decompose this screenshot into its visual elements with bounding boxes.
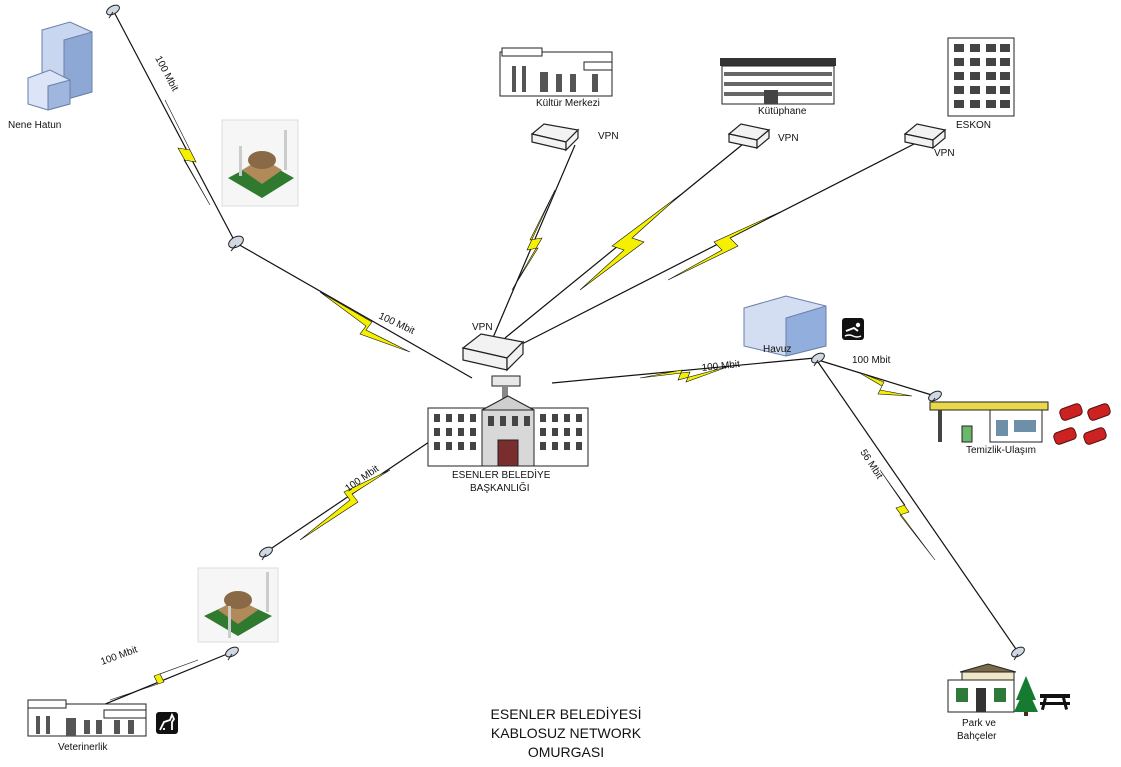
links [75, 9, 1019, 717]
building-icon [743, 295, 827, 357]
vpn-label-center: VPN [472, 322, 493, 333]
mosque-icon [221, 119, 299, 207]
site-veterinerlik: Veterinerlik [27, 699, 178, 753]
diagram-title: ESENLER BELEDİYESİ KABLOSUZ NETWORK OMUR… [491, 705, 642, 760]
bolt-havuz [639, 365, 731, 383]
tree-icon [1014, 676, 1038, 716]
mosque-icon [197, 567, 279, 643]
site-havuz: Havuz [743, 295, 864, 357]
site-label-havuz: Havuz [763, 344, 791, 355]
bolt-vet [109, 659, 199, 701]
building-icon [947, 663, 1017, 713]
site-label-kutuphane: Kütüphane [758, 106, 807, 117]
vpn-router-icon [727, 123, 771, 150]
site-label-park-line-1: Park ve [962, 718, 996, 729]
picnic-table-icon [1040, 694, 1070, 711]
site-park: Park ve Bahçeler [947, 663, 1070, 742]
site-kutuphane: Kütüphane [720, 58, 836, 117]
bolt-kutuphane [579, 194, 681, 291]
bolt-havuz-temizlik [857, 371, 913, 397]
label-link-havuz-temizlik: 100 Mbit [852, 355, 891, 366]
satellite-dish-icon [811, 352, 825, 367]
building-icon [720, 58, 836, 105]
site-nene-hatun: Nene Hatun [8, 21, 93, 131]
site-label-temizlik: Temizlik-Ulaşım [966, 445, 1036, 456]
bolt-nene-center [319, 291, 411, 353]
link-nene-top [112, 9, 235, 241]
satellite-dish-icon [106, 4, 120, 19]
vpn-router-icon [903, 123, 947, 150]
bolt-vet-center [299, 469, 391, 541]
site-kultur-merkezi: Kültür Merkezi [499, 47, 613, 109]
center-label-line-2: BAŞKANLIĞI [470, 481, 529, 494]
satellite-dish-icon [225, 646, 239, 661]
site-label-kultur-merkezi: Kültür Merkezi [536, 98, 600, 109]
site-label-park-line-2: Bahçeler [957, 731, 997, 742]
satellite-dish-icon [928, 390, 942, 405]
site-label-nene-hatun: Nene Hatun [8, 120, 61, 131]
bolt-nene-top [164, 99, 211, 206]
building-icon [499, 47, 613, 97]
satellite-dish-icon [1011, 646, 1025, 661]
title-line-3: OMURGASI [528, 744, 604, 760]
center-label-line-1: ESENLER BELEDİYE [452, 468, 551, 481]
site-label-veterinerlik: Veterinerlik [58, 742, 108, 753]
bolt-kultur [511, 189, 556, 291]
building-icon [27, 21, 93, 111]
horse-icon [156, 712, 178, 734]
vpn-router-icon [461, 333, 525, 372]
bolt-eskon [667, 211, 781, 281]
label-link-vet: 100 Mbit [99, 644, 139, 668]
link-nene-center [235, 242, 473, 379]
swimming-icon [842, 318, 864, 340]
car-icon [1053, 403, 1111, 445]
label-link-havuz: 100 Mbit [701, 359, 741, 374]
vpn-label-kultur: VPN [598, 131, 619, 142]
vpn-label-eskon: VPN [934, 148, 955, 159]
vpn-router-icon [530, 123, 580, 152]
site-temizlik: Temizlik-Ulaşım [929, 401, 1111, 456]
site-label-eskon: ESKON [956, 120, 991, 131]
building-icon [27, 699, 147, 737]
title-line-2: KABLOSUZ NETWORK [491, 725, 642, 741]
building-icon [947, 37, 1015, 117]
link-havuz-park [817, 361, 1019, 653]
bolt-havuz-park [879, 469, 936, 561]
site-eskon: ESKON [947, 37, 1015, 131]
link-havuz-temizlik [817, 359, 936, 397]
satellite-dish-icon [228, 235, 244, 252]
satellite-dish-icon [259, 546, 273, 561]
municipal-building-icon [427, 375, 589, 467]
label-link-nene-top: 100 Mbit [152, 54, 180, 93]
vpn-label-kutuphane: VPN [778, 133, 799, 144]
title-line-1: ESENLER BELEDİYESİ [491, 705, 642, 722]
link-havuz [551, 357, 816, 384]
label-link-nene-center: 100 Mbit [377, 311, 417, 337]
building-icon [929, 401, 1049, 443]
